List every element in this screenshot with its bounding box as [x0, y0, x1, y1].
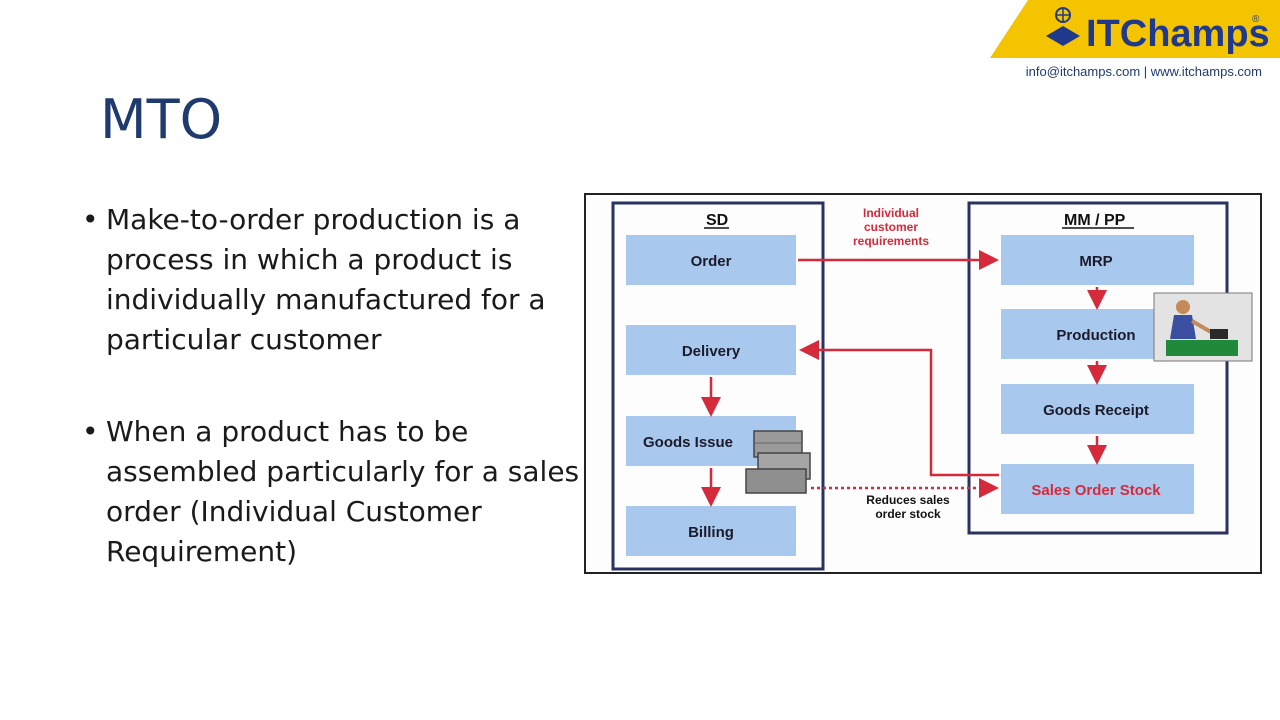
mmpp-label-production: Production — [1056, 327, 1135, 344]
sd-label-order: Order — [691, 253, 732, 270]
sd-label-goods-issue: Goods Issue — [643, 434, 733, 451]
note-individual-line2: customer — [864, 220, 918, 234]
sd-group-frame — [611, 201, 825, 571]
mmpp-box-sales-order-stock — [1001, 464, 1194, 514]
bullet-list: •Make-to-order production is a process i… — [78, 200, 583, 572]
mmpp-label-mrp: MRP — [1079, 253, 1112, 270]
mmpp-group-frame — [967, 201, 1229, 535]
sd-header: SD — [706, 212, 728, 229]
bullet-marker: • — [82, 415, 99, 448]
boxes-icon — [745, 430, 811, 494]
mmpp-box-mrp — [1001, 235, 1194, 285]
bullet-marker: • — [82, 203, 99, 236]
registered-mark: ® — [1252, 14, 1260, 25]
sd-box-delivery — [626, 325, 796, 375]
bullet-text: When a product has to be assembled parti… — [106, 415, 580, 568]
note-reduces-line2: order stock — [875, 507, 941, 521]
worker-icon — [1153, 292, 1253, 362]
slide-title: MTO — [100, 88, 223, 151]
note-individual-line1: Individual — [863, 206, 919, 220]
bullet-item: •Make-to-order production is a process i… — [78, 200, 583, 360]
note-individual-line3: requirements — [853, 234, 929, 248]
sd-label-delivery: Delivery — [682, 343, 741, 360]
mto-process-diagram: SD MM / PP Order Delivery Goods Issue Bi… — [584, 193, 1262, 574]
contact-info: info@itchamps.com | www.itchamps.com — [1025, 64, 1262, 79]
bullet-item: •When a product has to be assembled part… — [78, 412, 583, 572]
globe-icon — [1046, 7, 1080, 46]
bullet-text: Make-to-order production is a process in… — [106, 203, 546, 356]
note-reduces-line1: Reduces sales — [866, 493, 950, 507]
sd-label-billing: Billing — [688, 524, 734, 541]
company-logo: ITChamps ® — [990, 0, 1280, 58]
logo-text: ITChamps — [1086, 13, 1270, 55]
sd-box-order — [626, 235, 796, 285]
mmpp-header: MM / PP — [1064, 212, 1126, 229]
sd-box-billing — [626, 506, 796, 556]
mmpp-label-goods-receipt: Goods Receipt — [1043, 402, 1149, 419]
arrow-stock-to-delivery — [799, 340, 999, 477]
mmpp-label-sales-order-stock: Sales Order Stock — [1031, 482, 1161, 499]
mmpp-box-goods-receipt — [1001, 384, 1194, 434]
